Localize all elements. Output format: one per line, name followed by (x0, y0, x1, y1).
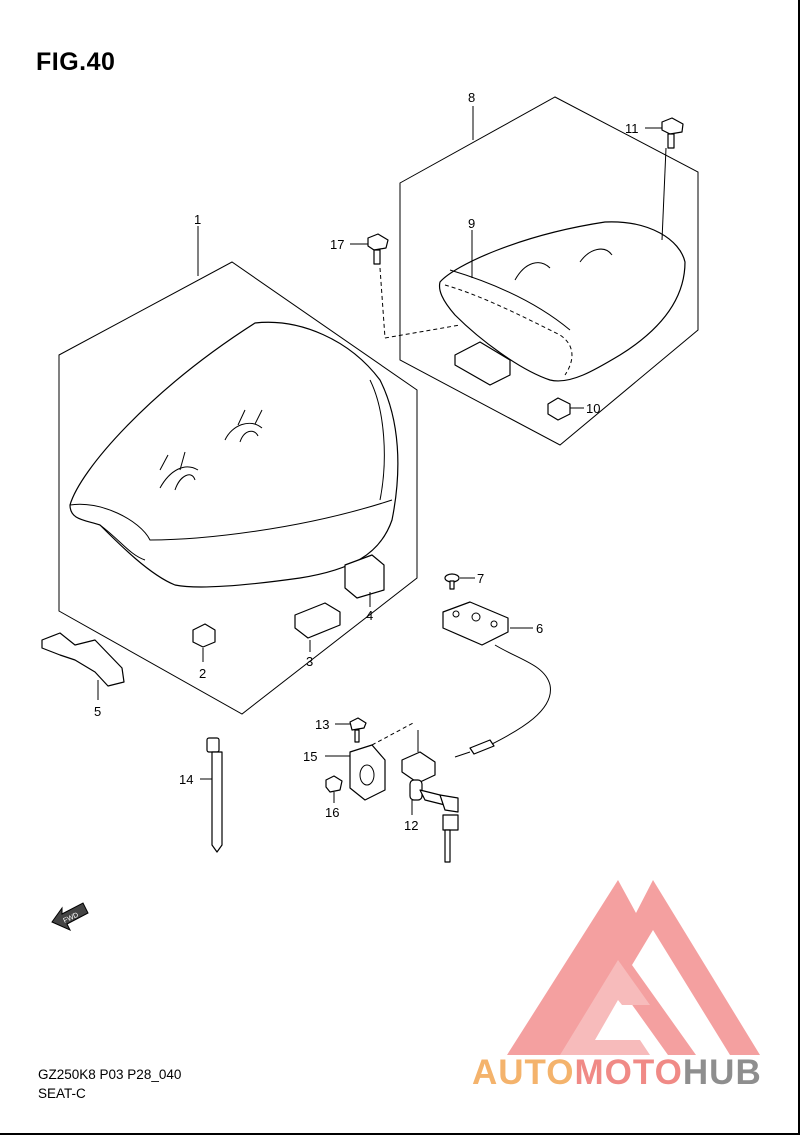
rear-seat-assembly-group (379, 96, 699, 446)
callout-5: 5 (94, 704, 101, 719)
leader-11 (661, 147, 667, 241)
watermark-moto: MOTO (575, 1053, 683, 1092)
nut-10-icon (547, 397, 584, 421)
bolt-17-icon (350, 233, 389, 265)
callout-17: 17 (330, 237, 344, 252)
figure-code: GZ250K8 P03 P28_040 (38, 1067, 182, 1082)
leader-17-dash-2 (384, 324, 461, 339)
callout-10: 10 (586, 401, 600, 416)
seat-lock-cable-part (442, 601, 551, 758)
damper-rubber-part (344, 554, 385, 599)
figure-name: SEAT-C (38, 1086, 86, 1101)
group-box-8 (399, 96, 699, 446)
bolt-11-icon (645, 117, 684, 149)
seat-lock-set-part (401, 730, 459, 863)
callout-12: 12 (404, 818, 418, 833)
callout-7: 7 (477, 571, 484, 586)
figure-title: FIG.40 (36, 48, 116, 76)
seat-bracket-part (41, 632, 125, 687)
watermark-hub: HUB (683, 1053, 762, 1092)
callout-6: 6 (536, 621, 543, 636)
callout-13: 13 (315, 717, 329, 732)
rear-seat-plate (454, 341, 511, 386)
callout-8: 8 (468, 90, 475, 105)
grommet-part (192, 623, 216, 648)
seat-edge-line (69, 499, 393, 541)
seat-tuck-front-icon (159, 466, 199, 491)
rear-seat-stitch (444, 284, 573, 376)
cable-tie-part (200, 737, 223, 853)
nut-16-icon (325, 775, 343, 803)
fwd-arrow-icon: FWD (51, 902, 89, 932)
cushion-part (294, 602, 341, 639)
callout-2: 2 (199, 666, 206, 681)
lock-bracket-part (325, 721, 416, 801)
rear-seat-band (449, 269, 571, 331)
rear-seat-tuck-icon (514, 248, 613, 281)
watermark-logo-icon (507, 880, 760, 1055)
callout-16: 16 (325, 805, 339, 820)
callout-11: 11 (625, 121, 639, 136)
callout-15: 15 (303, 749, 317, 764)
screw-13-icon (335, 717, 367, 743)
watermark-auto: AUTO (472, 1053, 575, 1092)
front-seat-part (69, 321, 399, 588)
callout-9: 9 (468, 216, 475, 231)
rear-seat-part (438, 221, 686, 382)
watermark-text: AUTOMOTOHUB (472, 1053, 762, 1092)
group-box-1 (58, 261, 418, 715)
seat-assembly-group (41, 226, 418, 715)
seat-side-line (99, 524, 146, 561)
seat-back-seam (369, 379, 385, 501)
leader-17-dash (379, 267, 386, 339)
callout-1: 1 (194, 212, 201, 227)
screw-7-icon (444, 573, 475, 590)
callout-14: 14 (179, 772, 193, 787)
seat-tuck-rear-icon (224, 422, 263, 443)
callout-4: 4 (366, 608, 373, 623)
callout-3: 3 (306, 654, 313, 669)
